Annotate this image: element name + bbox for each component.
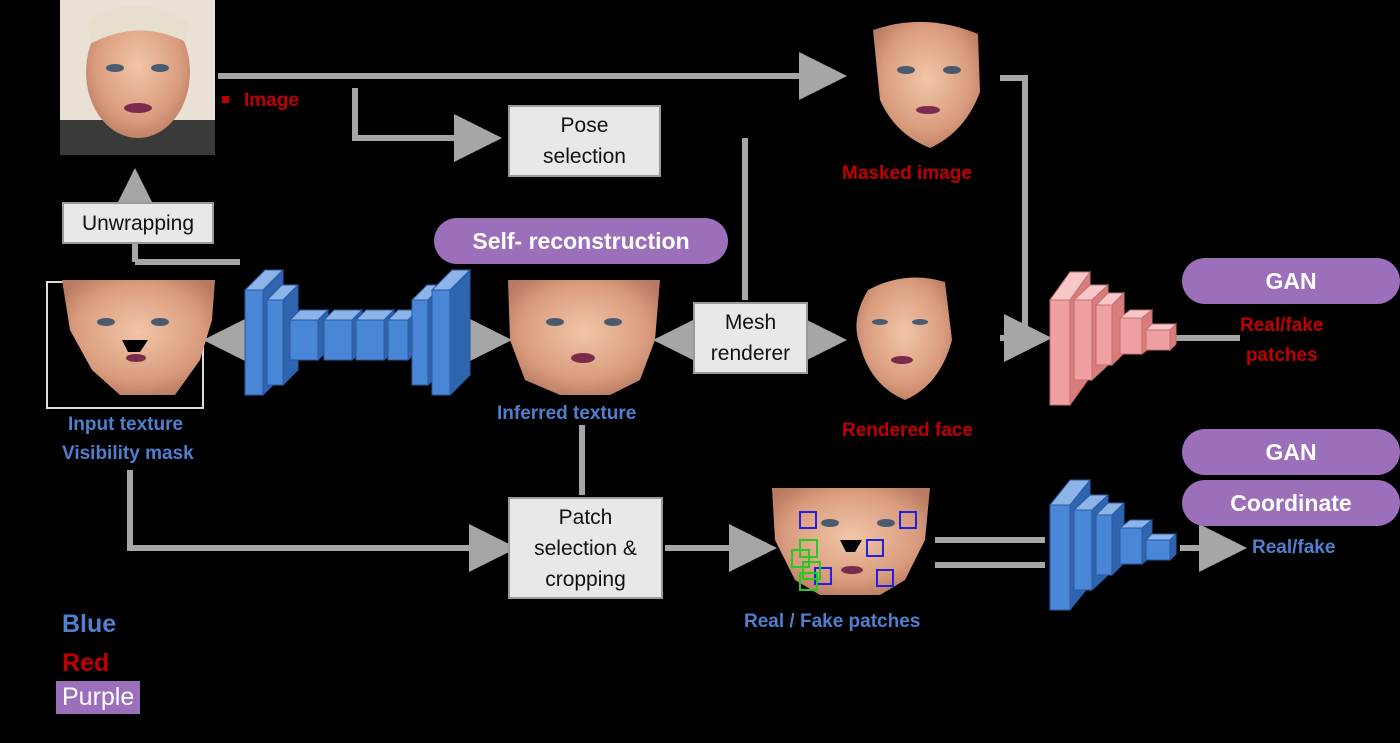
self-reconstruction-pill: Self- reconstruction [434, 218, 728, 264]
input-texture-image [46, 280, 215, 409]
real-fake-patches-blue-label: Real / Fake patches [744, 611, 921, 632]
encoder-block-3 [288, 308, 330, 362]
gan-bottom-pill: GAN [1182, 429, 1400, 475]
masked-image-label: Masked image [842, 163, 972, 184]
rendered-face-label: Rendered face [842, 420, 973, 441]
input-texture-label: Input texture [68, 414, 184, 435]
gan-top-pill: GAN [1182, 258, 1400, 304]
patch-selection-box: Patch selection & cropping [508, 497, 663, 599]
image-bullet [222, 96, 229, 103]
inferred-texture-label: Inferred texture [497, 403, 637, 424]
image-label: Image [244, 90, 299, 111]
masked-image-face [873, 21, 980, 148]
inferred-texture-image [508, 280, 660, 395]
legend-blue: Blue [62, 610, 117, 638]
visibility-mask-label: Visibility mask [62, 443, 194, 464]
real-fake-patches-red-label: Real/fake patches [1240, 315, 1324, 366]
legend-red: Red [62, 649, 110, 677]
coordinate-pill: Coordinate [1182, 480, 1400, 526]
blue-discriminator-network [1048, 478, 1178, 612]
connector-arrows [111, 52, 1247, 572]
legend-purple: Purple [56, 681, 141, 714]
input-photo [60, 0, 215, 155]
autoencoder-network [243, 268, 472, 397]
red-discriminator-network [1049, 270, 1178, 407]
patches-face-image [772, 488, 930, 595]
decoder-block-4 [430, 268, 472, 397]
rendered-face-image [856, 277, 952, 400]
real-fake-blue-label: Real/fake [1252, 537, 1336, 558]
pose-selection-box: Pose selection [508, 105, 661, 177]
unwrapping-box: Unwrapping [62, 202, 214, 244]
mesh-renderer-box: Mesh renderer [693, 302, 808, 374]
